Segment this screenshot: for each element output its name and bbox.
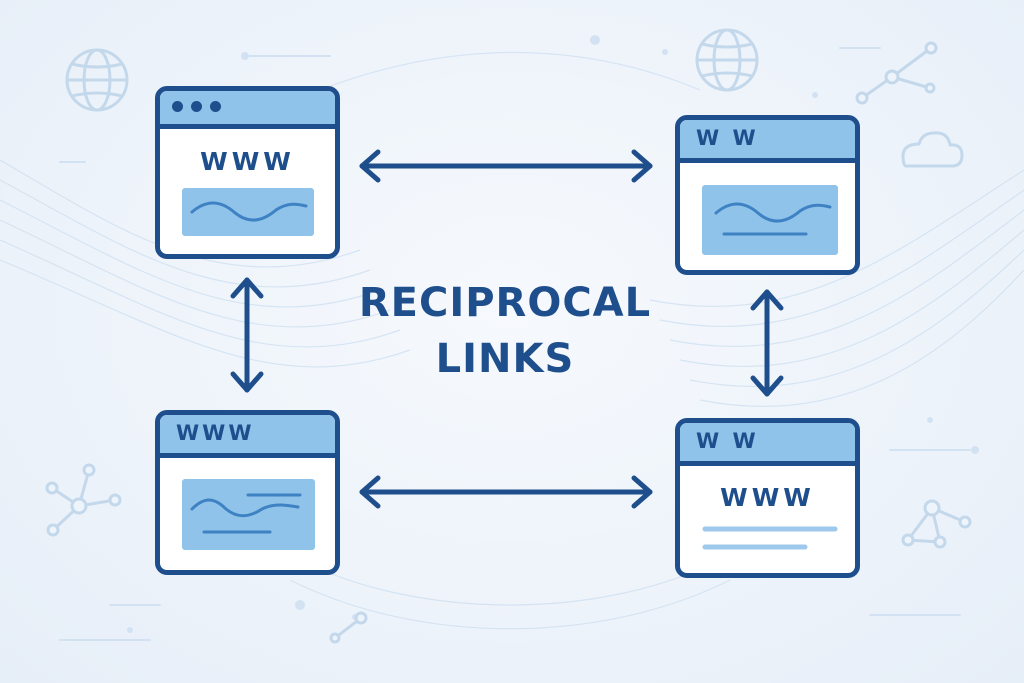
network-icon (45, 463, 122, 537)
content-panel (182, 188, 314, 236)
window-body-label: WWW (720, 483, 815, 512)
network-icon (901, 499, 972, 549)
website-window-top-right: W W (675, 115, 860, 275)
window-body-label: WWW (200, 147, 295, 176)
window-title-bar (160, 91, 335, 129)
title-line-1: RECIPROCAL (358, 280, 652, 326)
content-panel (702, 185, 838, 255)
network-icon (855, 41, 938, 105)
window-dot-icon (172, 101, 183, 112)
arrow-left-vertical (230, 277, 264, 393)
window-title-bar: W W (680, 120, 855, 163)
content-panel (182, 479, 315, 550)
window-dot-icon (210, 101, 221, 112)
wave-line-icon (190, 201, 308, 222)
window-bar-label: W W (696, 429, 759, 453)
title-line-2: LINKS (435, 336, 575, 382)
arrow-top-horizontal (359, 149, 653, 183)
window-dot-icon (191, 101, 202, 112)
window-bar-label: W W (696, 126, 759, 150)
window-bar-label: WWW (176, 421, 255, 445)
website-window-bottom-left: WWW (155, 410, 340, 575)
arrow-bottom-horizontal (359, 475, 653, 509)
globe-icon (695, 28, 759, 92)
arrow-right-vertical (750, 289, 784, 397)
wave-line-icon (190, 493, 302, 534)
wave-line-icon (714, 202, 832, 236)
window-title-bar: W W (680, 423, 855, 466)
cloud-icon (901, 131, 964, 168)
website-window-top-left: WWW (155, 86, 340, 259)
window-title-bar: WWW (160, 415, 335, 458)
text-lines-icon (702, 526, 838, 550)
globe-icon (65, 48, 129, 112)
website-window-bottom-right: W W WWW (675, 418, 860, 578)
network-icon (329, 611, 368, 644)
